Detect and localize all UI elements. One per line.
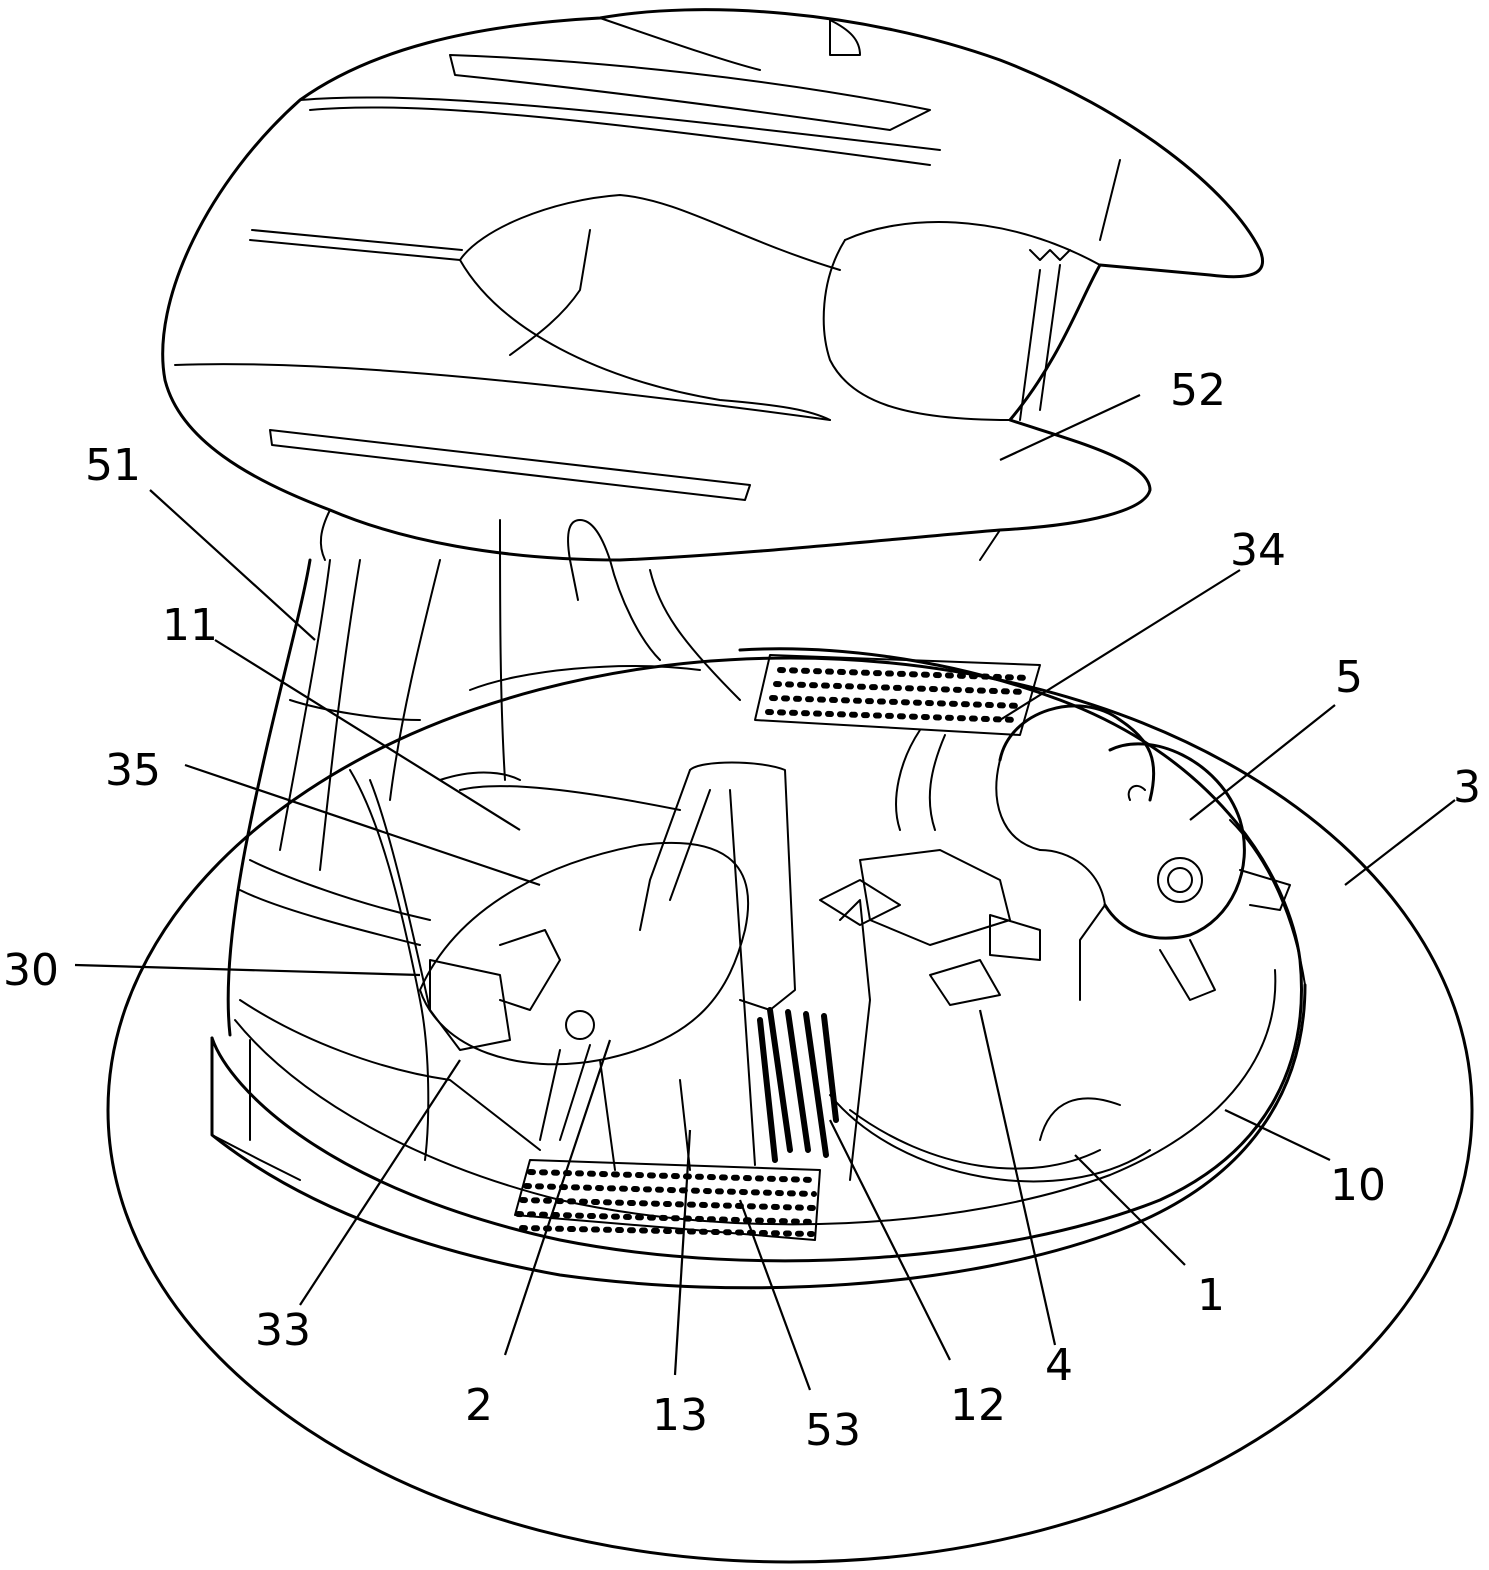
- mechanism: [820, 730, 1040, 1005]
- canopy-lid: [163, 10, 1263, 600]
- label-33: 33: [255, 1305, 311, 1356]
- cage-frame: [228, 520, 740, 1160]
- label-3: 3: [1453, 762, 1481, 813]
- label-34: 34: [1230, 525, 1286, 576]
- label-4: 4: [1045, 1340, 1073, 1391]
- label-30: 30: [3, 945, 59, 996]
- label-10: 10: [1330, 1160, 1386, 1211]
- label-51: 51: [85, 440, 141, 491]
- center-column: [640, 763, 870, 1181]
- label-13: 13: [652, 1390, 708, 1441]
- label-2: 2: [465, 1380, 493, 1431]
- label-1: 1: [1197, 1270, 1225, 1321]
- label-52: 52: [1170, 365, 1226, 416]
- label-12: 12: [950, 1380, 1006, 1431]
- perforated-strip-top: [755, 655, 1040, 735]
- label-11: 11: [162, 600, 218, 651]
- perforated-strip-bottom: [515, 1160, 820, 1240]
- label-53: 53: [805, 1405, 861, 1456]
- label-5: 5: [1335, 652, 1363, 703]
- label-35: 35: [105, 745, 161, 796]
